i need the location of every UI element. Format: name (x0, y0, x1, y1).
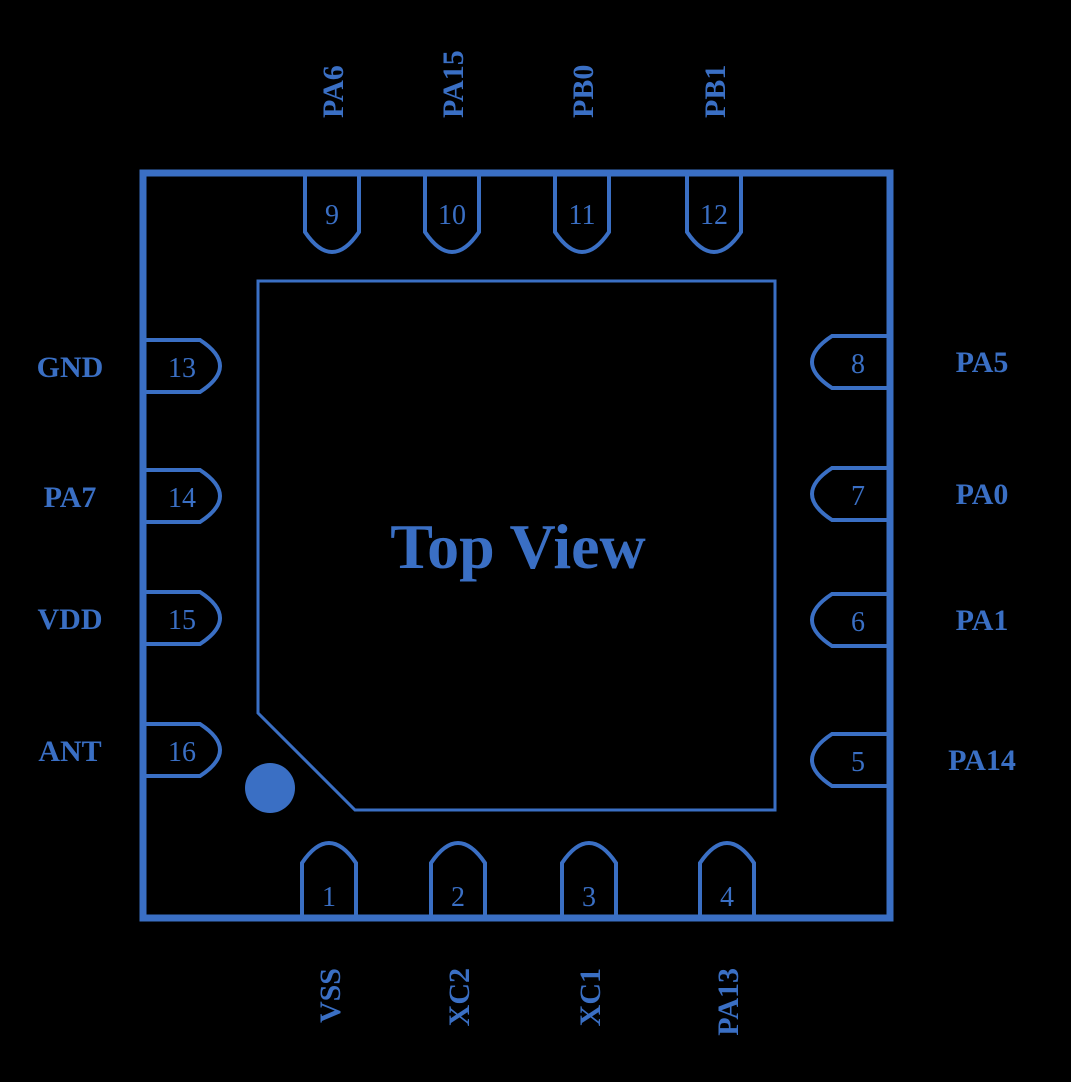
pin-12-label: PB1 (699, 65, 732, 118)
pin-10-label: PA15 (437, 50, 470, 118)
pin-2-number: 2 (451, 882, 465, 913)
pin-13-pad (145, 338, 222, 394)
pin-13-label: GND (37, 351, 104, 384)
pin-3-label: XC1 (574, 968, 607, 1026)
pin-2-label: XC2 (443, 968, 476, 1026)
pin-6-number: 6 (851, 607, 865, 638)
pin-1-number: 1 (322, 882, 336, 913)
pin-7-number: 7 (851, 481, 865, 512)
pin-14-number: 14 (168, 483, 196, 514)
pin-9-pad (303, 175, 361, 254)
pin-16-number: 16 (168, 737, 196, 768)
pin-16-label: ANT (38, 735, 101, 768)
pin-14-label: PA7 (44, 481, 97, 514)
pin-6-pad (810, 592, 888, 648)
pin1-marker-dot (245, 763, 295, 813)
pin-6-label: PA1 (956, 604, 1009, 637)
pin-14-pad (145, 468, 222, 524)
pin-11-label: PB0 (567, 65, 600, 118)
pin-4-pad (698, 841, 756, 916)
pin-7-label: PA0 (956, 478, 1009, 511)
pin-5-number: 5 (851, 747, 865, 778)
pin-11-pad (553, 175, 611, 254)
pin-9-label: PA6 (317, 65, 350, 118)
pin-15-label: VDD (38, 603, 103, 636)
pin-12-number: 12 (700, 200, 728, 231)
pin-pads (145, 175, 888, 916)
pin-5-pad (810, 732, 888, 788)
pin-3-number: 3 (582, 882, 596, 913)
pin-13-number: 13 (168, 353, 196, 384)
pin-12-pad (685, 175, 743, 254)
pin-8-pad (810, 334, 888, 390)
pin-9-number: 9 (325, 200, 339, 231)
pin-16-pad (145, 722, 222, 778)
pin-5-label: PA14 (948, 744, 1016, 777)
pin-10-pad (423, 175, 481, 254)
pin-3-pad (560, 841, 618, 916)
pin-15-pad (145, 590, 222, 646)
pin-4-number: 4 (720, 882, 734, 913)
pin-1-pad (300, 841, 358, 916)
pin-1-label: VSS (314, 968, 347, 1023)
pin-4-label: PA13 (712, 968, 745, 1036)
diagram-title: Top View (390, 511, 646, 582)
pin-8-number: 8 (851, 349, 865, 380)
package-outline (139, 169, 894, 922)
pin-7-pad (810, 466, 888, 522)
pin-11-number: 11 (569, 200, 596, 231)
die-pad-outline (256, 279, 777, 812)
pin-8-label: PA5 (956, 346, 1009, 379)
pin-10-number: 10 (438, 200, 466, 231)
pin-2-pad (429, 841, 487, 916)
pin-15-number: 15 (168, 605, 196, 636)
